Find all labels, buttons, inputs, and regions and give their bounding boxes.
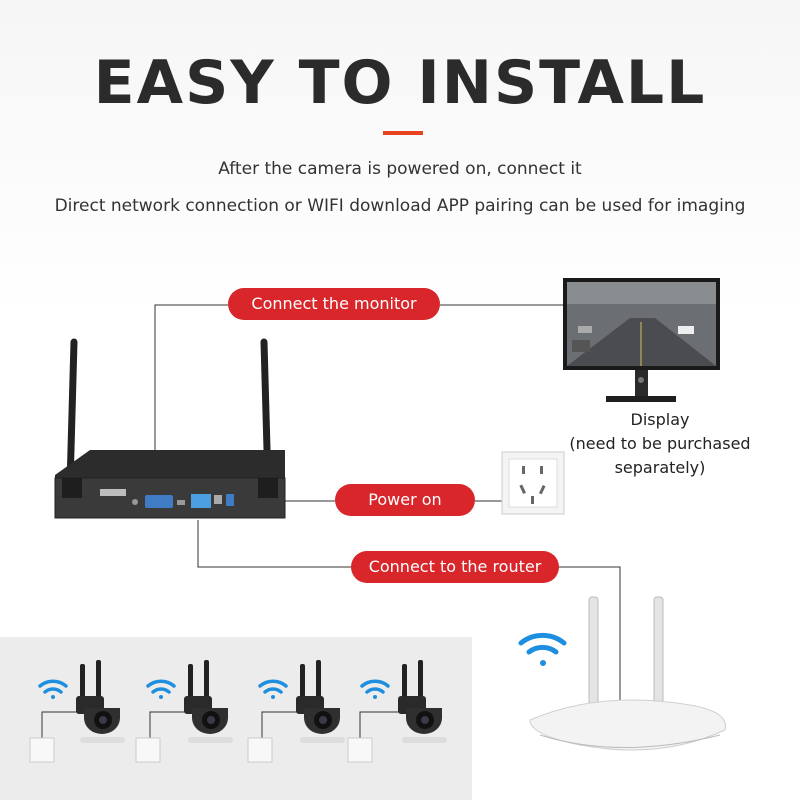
- camera-4: [348, 660, 447, 762]
- nvr-sticker: [100, 489, 126, 496]
- power-on-label: Power on: [335, 484, 475, 516]
- camera-3: [248, 660, 345, 762]
- connect-router-label: Connect to the router: [351, 551, 559, 583]
- router: [530, 597, 726, 750]
- connect-monitor-label: Connect the monitor: [228, 288, 440, 320]
- monitor-display: [563, 278, 720, 402]
- router-wifi-icon: [521, 635, 564, 666]
- display-note: (need to be purchased separately): [540, 432, 780, 480]
- wifi-icon: [362, 681, 388, 699]
- camera-2: [136, 660, 233, 762]
- wifi-icon: [260, 681, 286, 699]
- display-label: Display: [540, 408, 780, 432]
- wifi-icon: [148, 681, 174, 699]
- wifi-icon: [40, 681, 66, 699]
- connector-lines: [42, 305, 620, 738]
- lan-port: [191, 494, 211, 508]
- display-caption: Display (need to be purchased separately…: [540, 408, 780, 480]
- nvr-recorder: [55, 342, 285, 518]
- camera-1: [30, 660, 125, 762]
- vga-port: [145, 495, 173, 508]
